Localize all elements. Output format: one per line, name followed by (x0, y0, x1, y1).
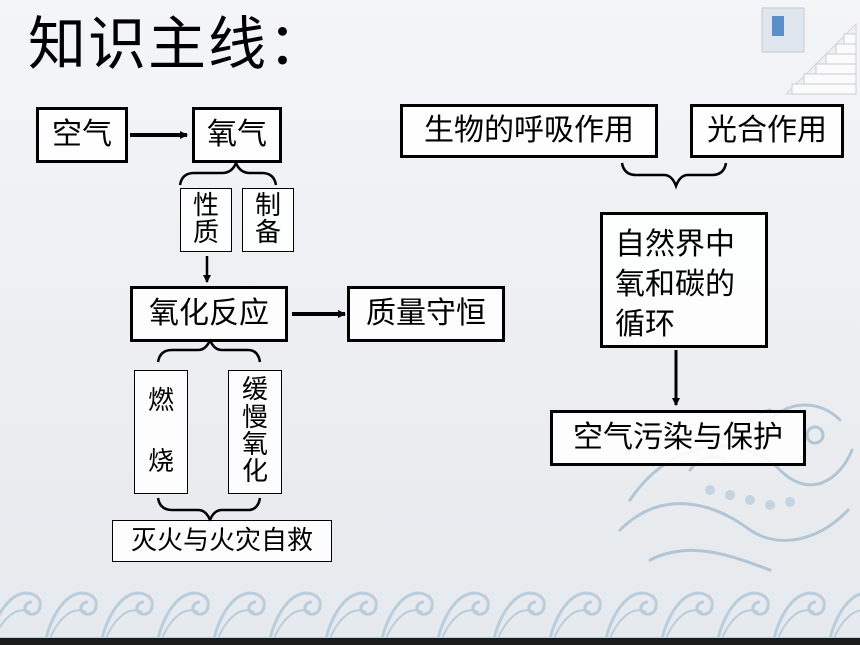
node-oxidation-label: 氧化反应 (149, 296, 269, 331)
wave-curl (156, 591, 210, 639)
wave-curl (0, 609, 31, 629)
node-preparation-char: 制 (254, 190, 281, 221)
wave-curl (44, 591, 98, 639)
node-properties-char: 性 (192, 190, 219, 221)
staircase-decoration (761, 7, 857, 95)
wave-curl (553, 609, 591, 639)
node-combustion-char: 烧 (147, 446, 174, 477)
node-fire-safety: 灭火与火灾自救 (112, 520, 332, 562)
node-photosynthesis: 光合作用 (690, 104, 844, 158)
wave-curl (0, 591, 42, 617)
wave-curl (548, 591, 602, 639)
wave-curl (609, 609, 647, 639)
node-respiration-label: 生物的呼吸作用 (424, 113, 634, 148)
node-properties: 性 质 (180, 188, 232, 252)
node-cycle: 自然界中 氧和碳的 循环 (600, 212, 768, 348)
node-slow-oxidation: 缓 慢 氧 化 (228, 370, 282, 494)
wave-curl (212, 591, 266, 639)
wave-curl (777, 609, 815, 639)
node-air-label: 空气 (52, 117, 112, 152)
wave-curl (324, 591, 378, 639)
wave-curl (492, 591, 546, 639)
wave-curl (436, 591, 490, 639)
node-slow-oxidation-char: 氧 (241, 430, 268, 460)
wave-curl (772, 591, 826, 639)
node-preparation: 制 备 (242, 188, 294, 252)
node-oxygen-label: 氧气 (207, 117, 267, 152)
node-cycle-line: 氧和碳的 (615, 267, 735, 302)
page-title: 知识主线： (28, 10, 329, 78)
node-pollution: 空气污染与保护 (550, 410, 806, 466)
brace-fire (156, 497, 262, 524)
node-slow-oxidation-char: 化 (241, 457, 268, 488)
node-slow-oxidation-char: 慢 (241, 402, 268, 433)
node-slow-oxidation-char: 缓 (241, 375, 268, 406)
wave-curl (441, 609, 479, 639)
wave-curl (660, 591, 714, 639)
wave-curl (828, 592, 860, 639)
node-fire-safety-label: 灭火与火灾自救 (130, 526, 313, 556)
node-pollution-label: 空气污染与保护 (573, 420, 783, 455)
node-oxygen: 氧气 (192, 107, 282, 163)
wave-curl (716, 591, 770, 639)
wave-curl (497, 609, 535, 639)
wave-curl (833, 609, 860, 639)
wave-curl (385, 609, 423, 639)
wave-curl (329, 609, 367, 639)
node-mass-conservation: 质量守恒 (347, 286, 505, 342)
wave-curl (380, 591, 434, 639)
wave-curl (604, 591, 658, 639)
wave-curl (273, 609, 311, 639)
wave-curl (268, 591, 322, 639)
brace-oxidation (156, 336, 262, 363)
brace-carbon (620, 162, 728, 190)
brace-oxygen (178, 159, 278, 186)
node-cycle-line: 自然界中 (615, 227, 735, 262)
wave-curl (665, 609, 703, 639)
bottom-bar (0, 638, 860, 645)
wave-curl (161, 609, 199, 639)
node-oxidation: 氧化反应 (130, 286, 288, 342)
wave-curl (49, 609, 87, 639)
wave-curl (100, 591, 154, 639)
node-respiration: 生物的呼吸作用 (400, 104, 658, 158)
wave-curl (105, 609, 143, 639)
node-preparation-char: 备 (254, 218, 281, 248)
wave-curl (721, 609, 759, 639)
node-combustion: 燃 烧 (134, 370, 188, 494)
node-photosynthesis-label: 光合作用 (707, 113, 827, 148)
node-cycle-line: 循环 (615, 307, 675, 342)
wave-curl (217, 609, 255, 639)
node-air: 空气 (36, 107, 128, 163)
node-mass-conservation-label: 质量守恒 (366, 296, 486, 331)
node-combustion-char: 燃 (147, 385, 174, 416)
node-properties-char: 质 (192, 218, 219, 248)
